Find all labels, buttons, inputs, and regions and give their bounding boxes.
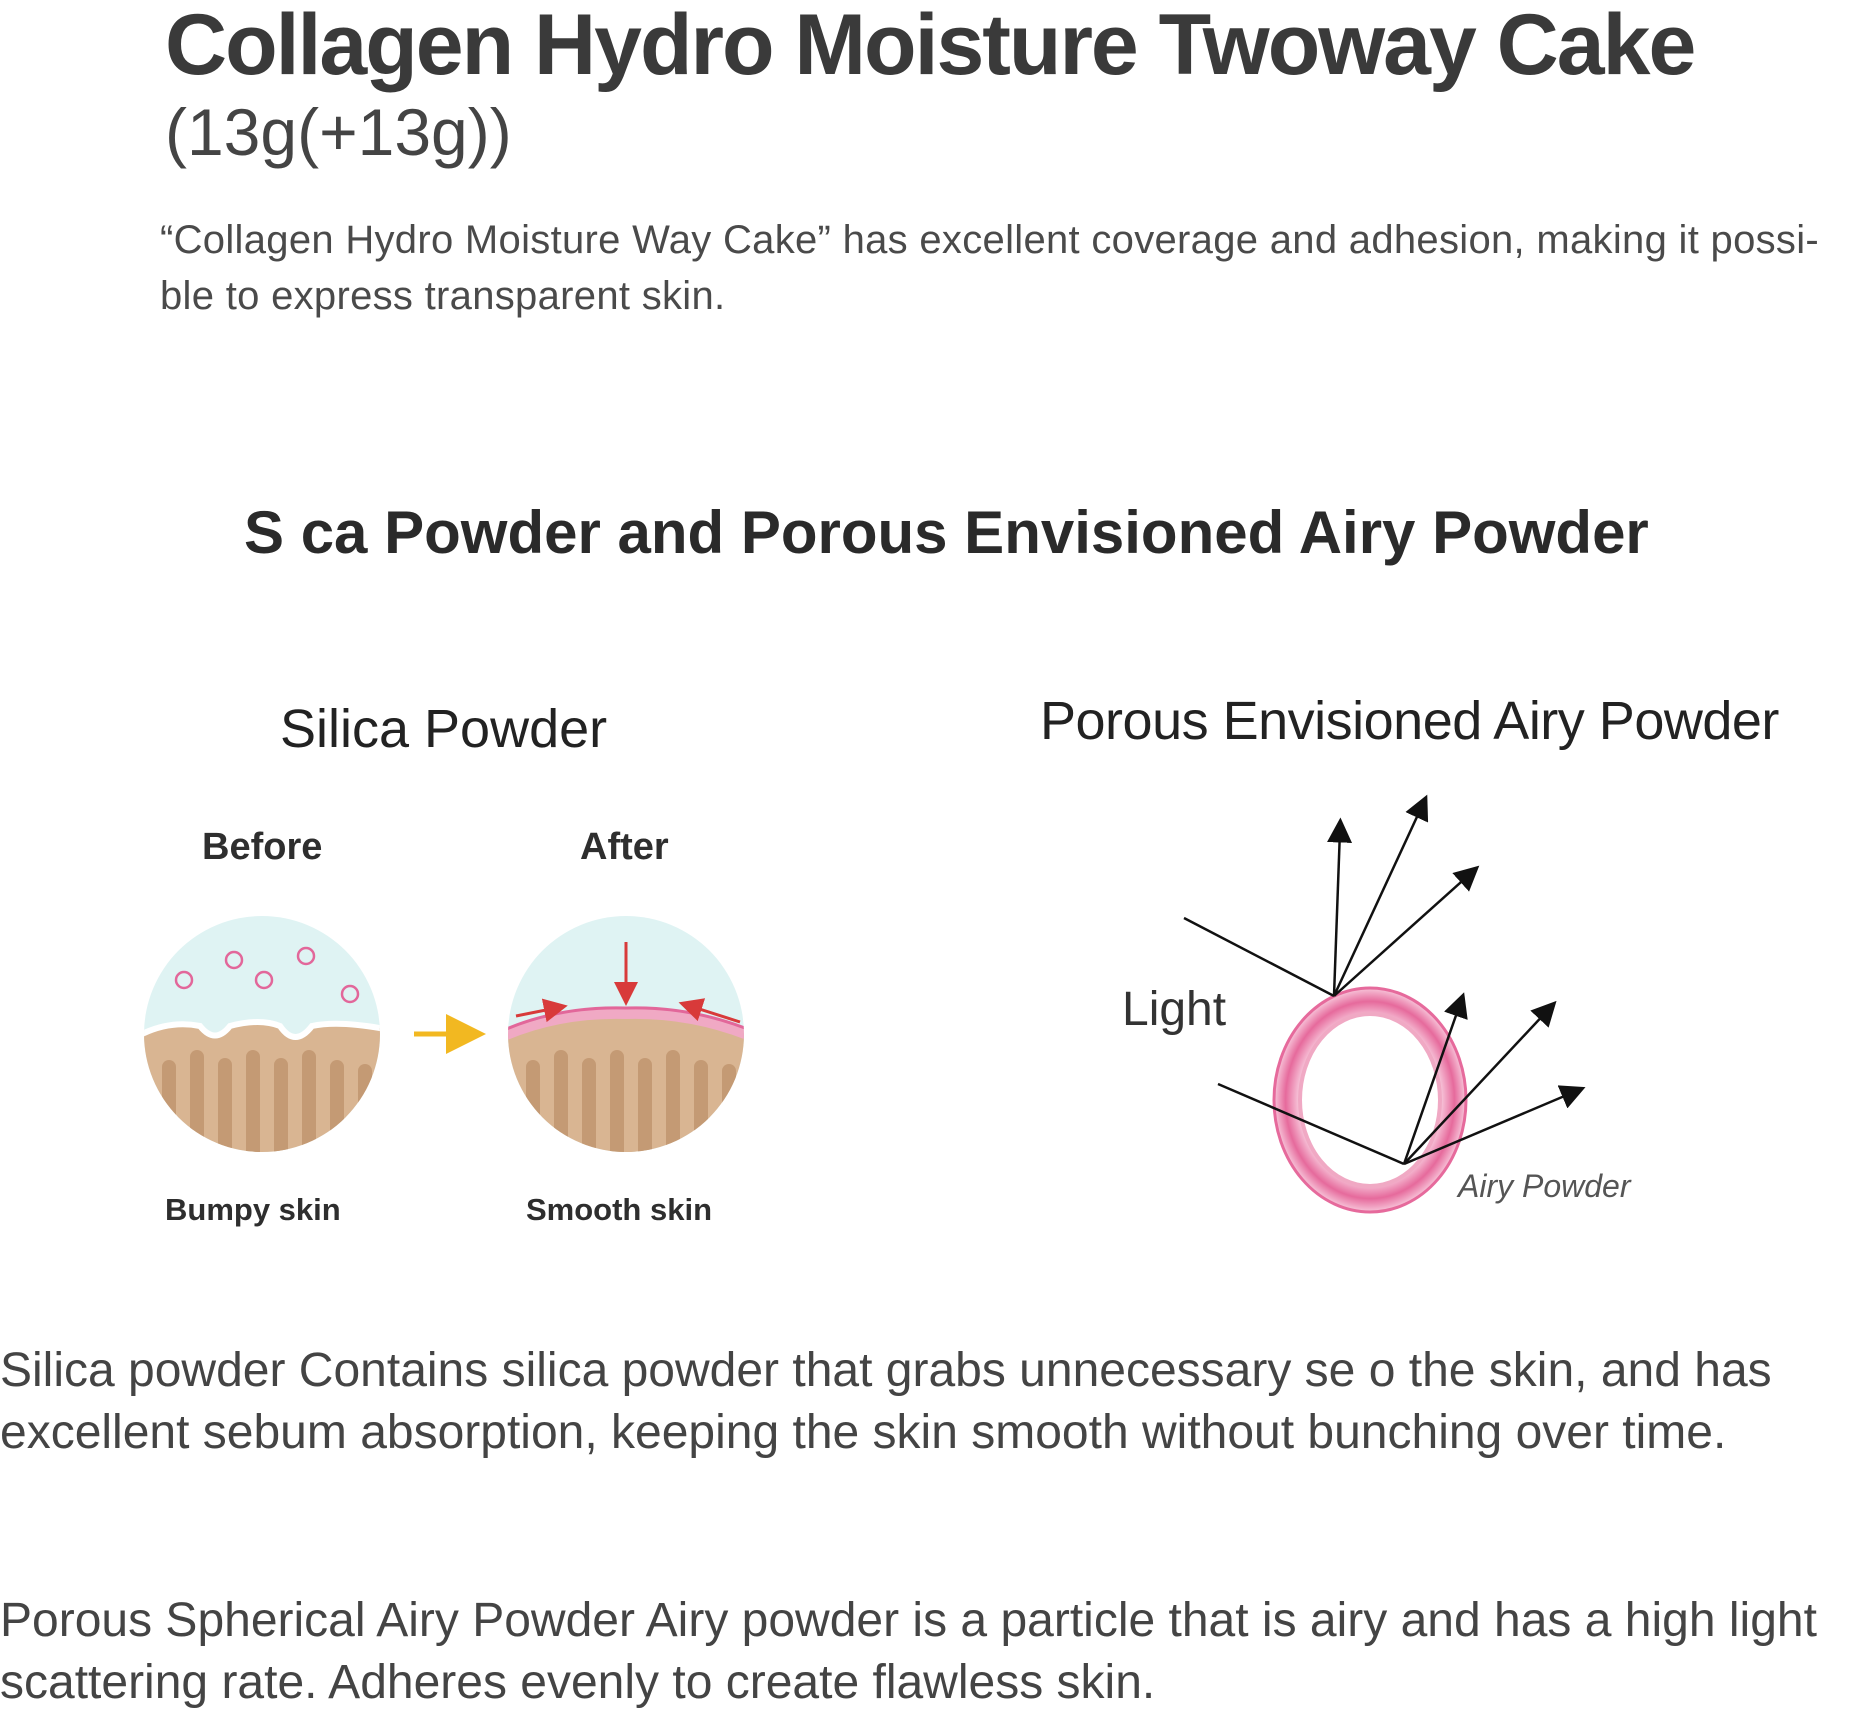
after-label: After — [580, 826, 669, 868]
smooth-skin-label: Smooth skin — [526, 1192, 713, 1227]
silica-powder-paragraph: Silica powder Contains silica powder tha… — [0, 1344, 1772, 1459]
product-size: (13g(+13g)) — [165, 95, 512, 169]
airy-powder-label: Airy Powder — [1458, 1168, 1631, 1204]
airy-powder-paragraph: Porous Spherical Airy Powder Airy powder… — [0, 1594, 1817, 1709]
bumpy-skin-illustration — [144, 916, 380, 1152]
airy-powder-illustration — [1183, 794, 1586, 1214]
pressure-arrow-icon — [678, 998, 741, 1024]
smooth-skin-illustration — [508, 916, 744, 1152]
pressure-arrow-icon — [515, 998, 568, 1023]
airy-powder-heading: Porous Envisioned Airy Powder — [1040, 691, 1779, 751]
section-heading: S ca Powder and Porous Envisioned Airy P… — [244, 499, 1649, 566]
before-label: Before — [202, 826, 323, 868]
product-description: “Collagen Hydro Moisture Way Cake” has e… — [160, 218, 1820, 318]
product-title: Collagen Hydro Moisture Twoway Cake — [165, 0, 1696, 93]
light-label: Light — [1122, 983, 1227, 1036]
bumpy-skin-label: Bumpy skin — [165, 1192, 341, 1227]
silica-powder-heading: Silica Powder — [280, 699, 608, 759]
